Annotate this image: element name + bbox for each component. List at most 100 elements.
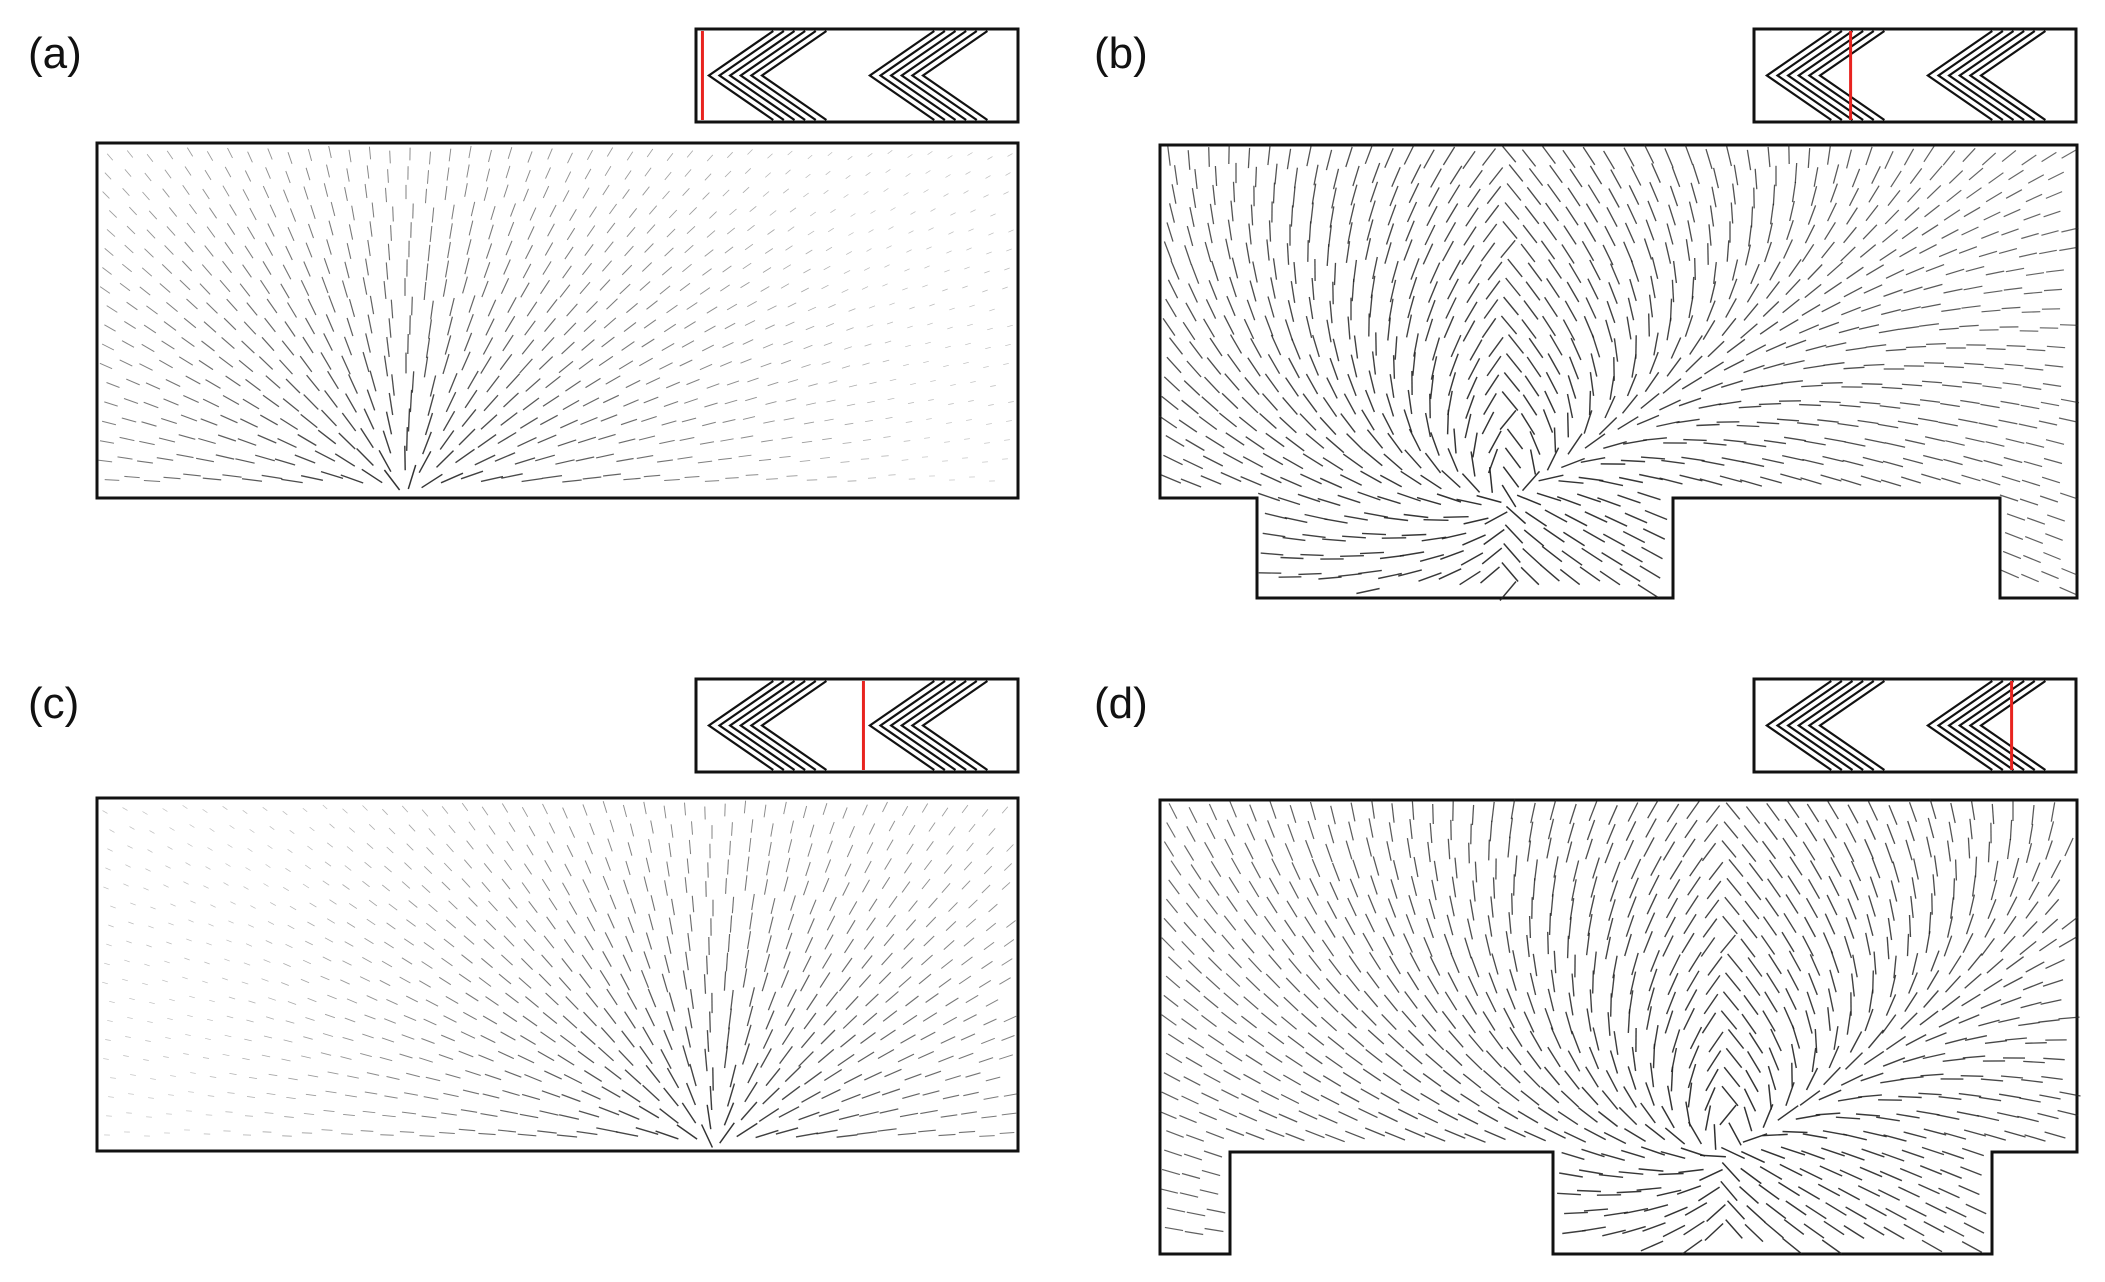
velocity-vector [1725,802,1741,820]
velocity-vector [2023,554,2041,564]
panel-a-label: (a) [28,29,82,78]
velocity-vector [1923,1128,1947,1136]
velocity-vector [522,263,532,279]
velocity-vector [1843,286,1863,298]
velocity-vector [1001,1035,1015,1041]
velocity-vector [1524,511,1548,527]
chevron-stripe [1775,680,1843,771]
velocity-vector [682,970,688,990]
velocity-vector [2005,1037,2027,1041]
velocity-vector [446,843,454,853]
velocity-vector [307,298,317,316]
velocity-vector [1726,1200,1746,1220]
velocity-vector [1706,1050,1722,1072]
velocity-vector [2047,879,2061,897]
velocity-vector [2021,479,2041,487]
velocity-vector [2004,363,2024,367]
velocity-vector [206,942,212,946]
velocity-vector [1166,1130,1184,1138]
velocity-vector [478,1054,494,1062]
velocity-vector [423,281,427,301]
velocity-vector [1008,401,1014,403]
velocity-vector [1403,513,1429,519]
velocity-vector [2025,901,2039,919]
velocity-vector [1209,337,1223,357]
chevron-stripe [1775,30,1843,121]
velocity-vector [869,381,877,385]
velocity-vector [784,1065,802,1083]
velocity-vector [798,1051,814,1067]
velocity-vector [287,152,293,164]
velocity-vector [1165,1052,1183,1064]
velocity-vector [1583,222,1597,242]
panel-a-chevron-pattern [706,30,989,121]
velocity-vector [1687,876,1701,896]
velocity-vector [817,1048,835,1064]
velocity-vector [1866,914,1874,936]
velocity-vector [1282,456,1304,470]
velocity-vector [342,808,348,814]
velocity-vector [940,1036,956,1044]
velocity-vector [787,150,793,156]
velocity-vector [1624,1127,1646,1143]
velocity-vector [1919,399,1941,403]
velocity-vector [1720,1146,1746,1160]
velocity-vector [1639,565,1661,579]
velocity-vector [1879,248,1897,262]
velocity-vector [104,401,118,407]
velocity-vector [1877,1189,1901,1201]
velocity-vector [1576,1189,1602,1193]
velocity-vector [1358,1107,1378,1119]
velocity-vector [401,805,409,813]
velocity-vector [481,881,491,893]
velocity-vector [1488,839,1490,861]
velocity-vector [864,267,870,271]
velocity-vector [1203,1150,1223,1158]
velocity-vector [1845,1206,1867,1220]
velocity-vector [1358,569,1382,575]
velocity-vector [785,398,797,402]
velocity-vector [1664,242,1672,264]
velocity-vector [785,169,791,175]
velocity-vector [1542,221,1558,241]
velocity-vector [800,1031,816,1049]
velocity-vector [1223,315,1235,335]
velocity-vector [946,845,954,855]
velocity-vector [2039,495,2059,503]
velocity-vector [1339,474,1363,486]
velocity-vector [1598,479,1624,487]
velocity-vector [1308,221,1312,243]
velocity-vector [1898,1186,1920,1198]
velocity-vector [1223,1069,1241,1081]
velocity-vector [1829,969,1837,993]
velocity-vector [1331,187,1337,209]
velocity-vector [1003,939,1015,947]
velocity-vector [144,172,152,182]
velocity-vector [1330,805,1336,825]
velocity-vector [725,477,739,479]
velocity-vector [1198,415,1218,431]
velocity-vector [441,881,451,891]
velocity-vector [945,997,959,1007]
velocity-vector [1245,242,1251,264]
velocity-vector [188,1091,194,1093]
velocity-vector [325,1090,337,1094]
velocity-vector [890,207,896,211]
velocity-vector [883,188,889,192]
velocity-vector [842,882,850,896]
velocity-vector [1653,332,1659,356]
velocity-vector [1828,1045,1840,1069]
velocity-vector [1507,334,1525,354]
velocity-vector [202,398,220,408]
velocity-vector [261,474,283,480]
velocity-vector [1466,376,1478,400]
velocity-vector [1776,418,1800,422]
velocity-vector [123,883,129,887]
velocity-vector [202,1057,210,1059]
velocity-vector [348,298,356,318]
velocity-vector [1561,550,1583,566]
velocity-vector [2044,364,2064,368]
panel-c-chevron-pattern [706,680,989,771]
velocity-vector [182,805,188,809]
velocity-vector [1403,409,1413,433]
